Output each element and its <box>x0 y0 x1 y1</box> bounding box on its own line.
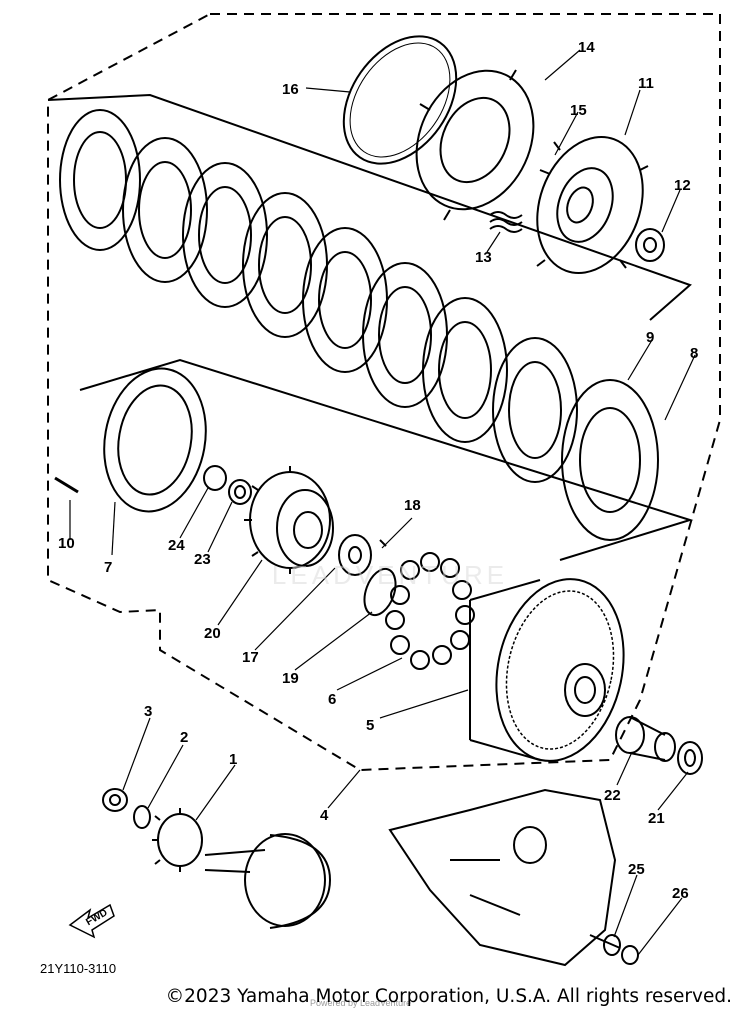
callout-7: 7 <box>104 559 112 576</box>
watermark-small: Powered by LeadVenture <box>310 998 412 1008</box>
callout-numbers: 16 14 15 11 12 13 9 8 10 7 24 23 20 17 1… <box>40 39 698 976</box>
callout-24: 24 <box>168 537 185 554</box>
watermark: LEADVENTURE <box>271 560 509 590</box>
push-rod-part-10 <box>54 476 79 494</box>
callout-8: 8 <box>690 345 698 362</box>
callout-leader-lines <box>69 49 696 956</box>
callout-3: 3 <box>144 703 152 720</box>
collar-part-22 <box>615 716 676 762</box>
pressure-plate-part-11 <box>536 136 649 274</box>
callout-15: 15 <box>570 102 587 119</box>
washer-part-21 <box>677 741 703 775</box>
clutch-housing-part-5 <box>469 578 625 762</box>
callout-4: 4 <box>320 807 329 824</box>
thrust-plate-part-17 <box>338 534 372 576</box>
circlip-part-16 <box>342 35 458 165</box>
primary-drive-gear-part-1 <box>152 808 203 872</box>
plate-group-outline-lower <box>79 358 694 561</box>
cushion-rings-part-6 <box>385 552 475 670</box>
copyright-notice: ©2023 Yamaha Motor Corporation, U.S.A. A… <box>165 986 732 1007</box>
callout-23: 23 <box>194 551 211 568</box>
callout-6: 6 <box>328 691 336 708</box>
push-plate-part-7 <box>103 367 207 513</box>
friction-plate-stack <box>59 109 659 541</box>
callout-13: 13 <box>475 249 492 266</box>
callout-14: 14 <box>578 39 595 56</box>
o-ring-part-19 <box>363 567 397 617</box>
crankshaft <box>204 833 332 929</box>
callout-16: 16 <box>282 81 299 98</box>
clutch-boss-part-20 <box>244 466 334 574</box>
callout-20: 20 <box>204 625 221 642</box>
callout-18: 18 <box>404 497 421 514</box>
callout-2: 2 <box>180 729 188 746</box>
callout-9: 9 <box>646 329 654 346</box>
washer-part-25 <box>603 934 621 956</box>
bearing-part-12 <box>635 228 665 262</box>
callout-12: 12 <box>674 177 691 194</box>
callout-10: 10 <box>58 535 75 552</box>
assembly-boundary <box>47 13 721 772</box>
fwd-label: FWD <box>84 907 109 928</box>
callout-1: 1 <box>229 751 237 768</box>
callout-5: 5 <box>366 717 374 734</box>
plate-group-outline <box>47 93 692 321</box>
callout-11: 11 <box>638 75 654 92</box>
crankcase <box>388 788 617 967</box>
washer-part-23 <box>228 479 252 505</box>
callout-26: 26 <box>672 885 689 902</box>
callout-25: 25 <box>628 861 645 878</box>
callout-17: 17 <box>242 649 259 666</box>
drawing-code: 21Y110-3110 <box>40 961 116 976</box>
callout-19: 19 <box>282 670 299 687</box>
bolt-part-26 <box>589 934 639 965</box>
lock-washer-part-2 <box>133 805 151 829</box>
spring-part-13 <box>489 211 523 233</box>
nut-part-24 <box>203 465 227 491</box>
callout-21: 21 <box>648 810 665 827</box>
nut-part-3 <box>102 788 128 812</box>
forward-direction-arrow <box>68 903 115 939</box>
callout-22: 22 <box>604 787 621 804</box>
lock-plate-part-14 <box>415 69 551 221</box>
